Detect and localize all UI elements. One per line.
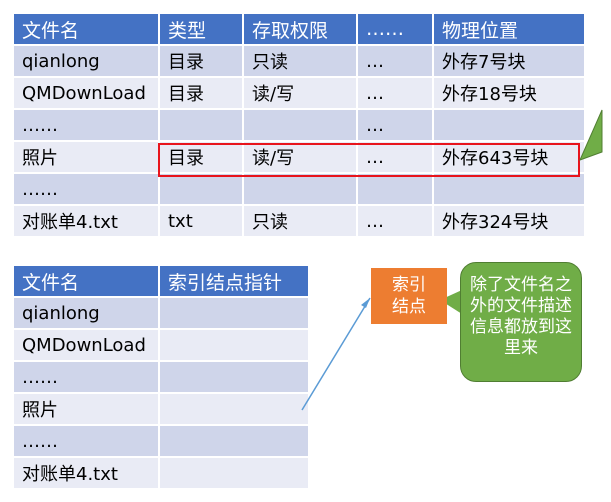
cell-filename: 照片	[12, 140, 160, 174]
cell-inode-pointer	[158, 424, 310, 458]
cell-filename: 照片	[12, 392, 160, 426]
file-directory-table: 文件名 类型 存取权限 …… 物理位置 qianlong 目录 只读 … 外存7…	[12, 12, 586, 238]
header-more: ……	[356, 12, 434, 46]
cell-more: …	[356, 140, 434, 174]
table-header-row: 文件名 索引结点指针	[12, 264, 310, 298]
cell-filename: 对账单4.txt	[12, 204, 160, 238]
cell-more: …	[356, 44, 434, 78]
header-permission: 存取权限	[242, 12, 358, 46]
cell-inode-pointer	[158, 456, 310, 490]
cell-permission	[242, 108, 358, 142]
cell-location: 外存324号块	[432, 204, 586, 238]
cell-filename: QMDownLoad	[12, 76, 160, 110]
table-row: qianlong 目录 只读 … 外存7号块	[12, 44, 586, 78]
cell-inode-pointer	[158, 328, 310, 362]
table-row: qianlong	[12, 296, 310, 330]
table-row: 照片 目录 读/写 … 外存643号块	[12, 140, 586, 174]
cell-more: …	[356, 76, 434, 110]
inode-label-line1: 索引	[392, 275, 426, 295]
cell-type	[158, 172, 244, 206]
arrow-head-icon	[361, 298, 370, 308]
cell-type: 目录	[158, 76, 244, 110]
cell-permission: 只读	[242, 204, 358, 238]
inode-pointer-arrow	[301, 297, 371, 411]
table-row: 对账单4.txt txt 只读 … 外存324号块	[12, 204, 586, 238]
callout-tail-left	[440, 290, 462, 314]
cell-inode-pointer	[158, 360, 310, 394]
cell-more	[356, 172, 434, 206]
table-row: ……	[12, 424, 310, 458]
table-row: QMDownLoad 目录 读/写 … 外存18号块	[12, 76, 586, 110]
inode-label-line2: 结点	[392, 297, 426, 317]
table-row: 对账单4.txt	[12, 456, 310, 490]
cell-location: 外存18号块	[432, 76, 586, 110]
table-row: 照片	[12, 392, 310, 426]
cell-type: txt	[158, 204, 244, 238]
table-row: ……	[12, 360, 310, 394]
header-location: 物理位置	[432, 12, 586, 46]
cell-filename: qianlong	[12, 44, 160, 78]
index-directory-table: 文件名 索引结点指针 qianlong QMDownLoad …… 照片 …… …	[12, 264, 310, 490]
callout-tail-top	[579, 109, 603, 161]
callout-bubble: 除了文件名之外的文件描述信息都放到这里来	[460, 262, 582, 382]
cell-permission: 读/写	[242, 140, 358, 174]
cell-type: 目录	[158, 140, 244, 174]
cell-filename: QMDownLoad	[12, 328, 160, 362]
cell-location	[432, 108, 586, 142]
table-row: ……	[12, 172, 586, 206]
cell-inode-pointer	[158, 296, 310, 330]
cell-type	[158, 108, 244, 142]
cell-permission	[242, 172, 358, 206]
cell-location	[432, 172, 586, 206]
cell-inode-pointer	[158, 392, 310, 426]
cell-location: 外存643号块	[432, 140, 586, 174]
header-type: 类型	[158, 12, 244, 46]
table-row: QMDownLoad	[12, 328, 310, 362]
header-filename: 文件名	[12, 264, 160, 298]
cell-filename: ……	[12, 360, 160, 394]
cell-permission: 只读	[242, 44, 358, 78]
cell-more: …	[356, 108, 434, 142]
cell-type: 目录	[158, 44, 244, 78]
cell-filename: ……	[12, 172, 160, 206]
cell-filename: 对账单4.txt	[12, 456, 160, 490]
cell-permission: 读/写	[242, 76, 358, 110]
cell-filename: ……	[12, 108, 160, 142]
table-row: …… …	[12, 108, 586, 142]
table-header-row: 文件名 类型 存取权限 …… 物理位置	[12, 12, 586, 46]
cell-filename: qianlong	[12, 296, 160, 330]
cell-location: 外存7号块	[432, 44, 586, 78]
cell-more: …	[356, 204, 434, 238]
header-inode-pointer: 索引结点指针	[158, 264, 310, 298]
cell-filename: ……	[12, 424, 160, 458]
header-filename: 文件名	[12, 12, 160, 46]
inode-box: 索引 结点	[371, 268, 447, 324]
